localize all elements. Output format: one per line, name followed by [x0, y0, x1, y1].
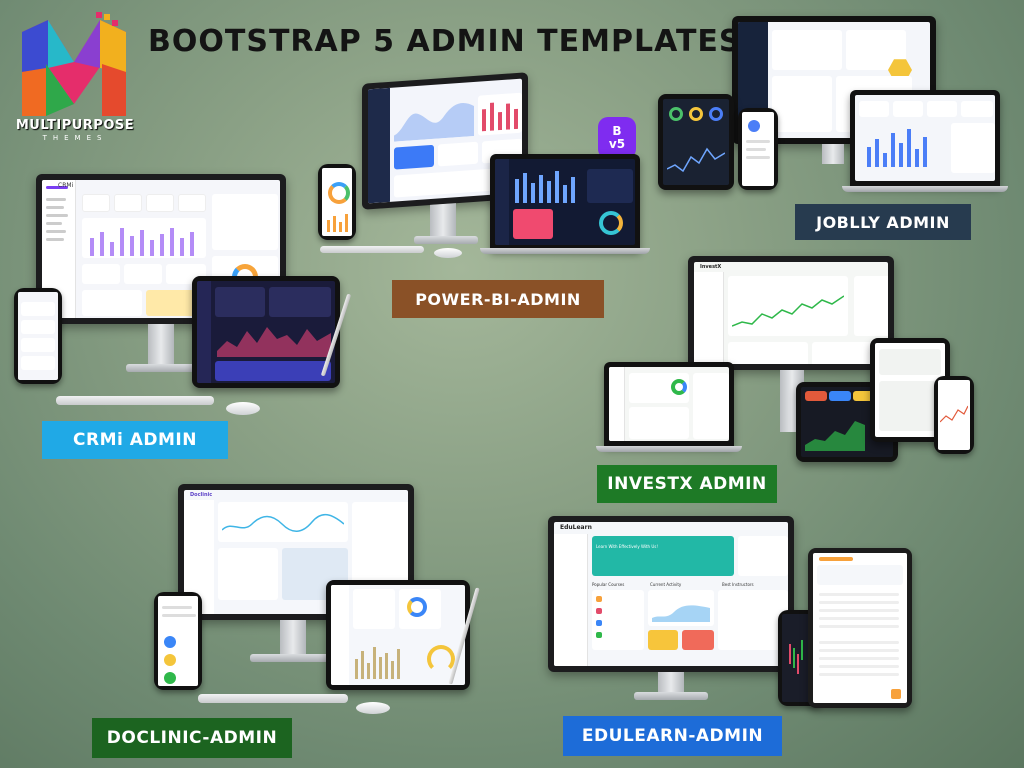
- doclinic-admin-label: DOCLINIC-ADMIN: [92, 718, 292, 758]
- edulearn-hero-text: Learn With Effectively With Us!: [596, 544, 658, 549]
- investx-admin-label: INVESTX ADMIN: [597, 465, 777, 503]
- investx-monitor: InvestX: [688, 256, 894, 370]
- doclinic-brand: Doclinic: [190, 492, 213, 498]
- edulearn-monitor: EduLearn Learn With Effectively With Us!…: [548, 516, 794, 672]
- edulearn-current-activity: Current Activity: [650, 582, 682, 587]
- doclinic-phone: [154, 592, 202, 690]
- joblly-tablet: [658, 94, 734, 190]
- power-bi-laptop: [490, 154, 640, 250]
- joblly-laptop: [850, 90, 1000, 186]
- crmi-admin-label: CRMi ADMIN: [42, 421, 228, 459]
- page-title: BOOTSTRAP 5 ADMIN TEMPLATES: [148, 24, 742, 59]
- edulearn-tablet: [808, 548, 912, 708]
- investx-phone: [934, 376, 974, 454]
- power-bi-showcase: [290, 72, 690, 268]
- investx-tablet-light: [870, 338, 950, 442]
- investx-showcase: InvestX: [596, 252, 1004, 464]
- multipurpose-themes-logo: [18, 12, 130, 144]
- crmi-brand: CRMi: [58, 182, 74, 189]
- doclinic-tablet: [326, 580, 470, 690]
- logo-subtext: THEMES: [42, 134, 108, 142]
- edulearn-admin-label: EDULEARN-ADMIN: [563, 716, 782, 756]
- edulearn-popular-courses: Popular Courses: [592, 582, 625, 587]
- investx-laptop: [604, 362, 734, 446]
- crmi-showcase: CRMi: [14, 174, 354, 424]
- investx-brand: InvestX: [700, 264, 722, 270]
- bootstrap-badge-version: v5: [608, 137, 626, 151]
- joblly-showcase: [658, 14, 1010, 204]
- bootstrap-badge-letter: B: [612, 124, 622, 138]
- joblly-phone: [738, 108, 778, 190]
- power-bi-admin-label: POWER-BI-ADMIN: [392, 280, 604, 318]
- bootstrap-5-badge: B v5: [598, 117, 636, 159]
- edulearn-showcase: EduLearn Learn With Effectively With Us!…: [546, 512, 1006, 712]
- power-bi-phone: [318, 164, 356, 240]
- logo-text: MULTIPURPOSE: [15, 118, 135, 133]
- crmi-phone: [14, 288, 62, 384]
- doclinic-showcase: Doclinic: [150, 484, 490, 720]
- edulearn-brand: EduLearn: [560, 524, 592, 531]
- edulearn-best-instructors: Best Instructors: [722, 582, 754, 587]
- crmi-tablet: [192, 276, 340, 388]
- joblly-admin-label: JOBLLY ADMIN: [795, 204, 971, 240]
- power-bi-monitor: [362, 72, 528, 210]
